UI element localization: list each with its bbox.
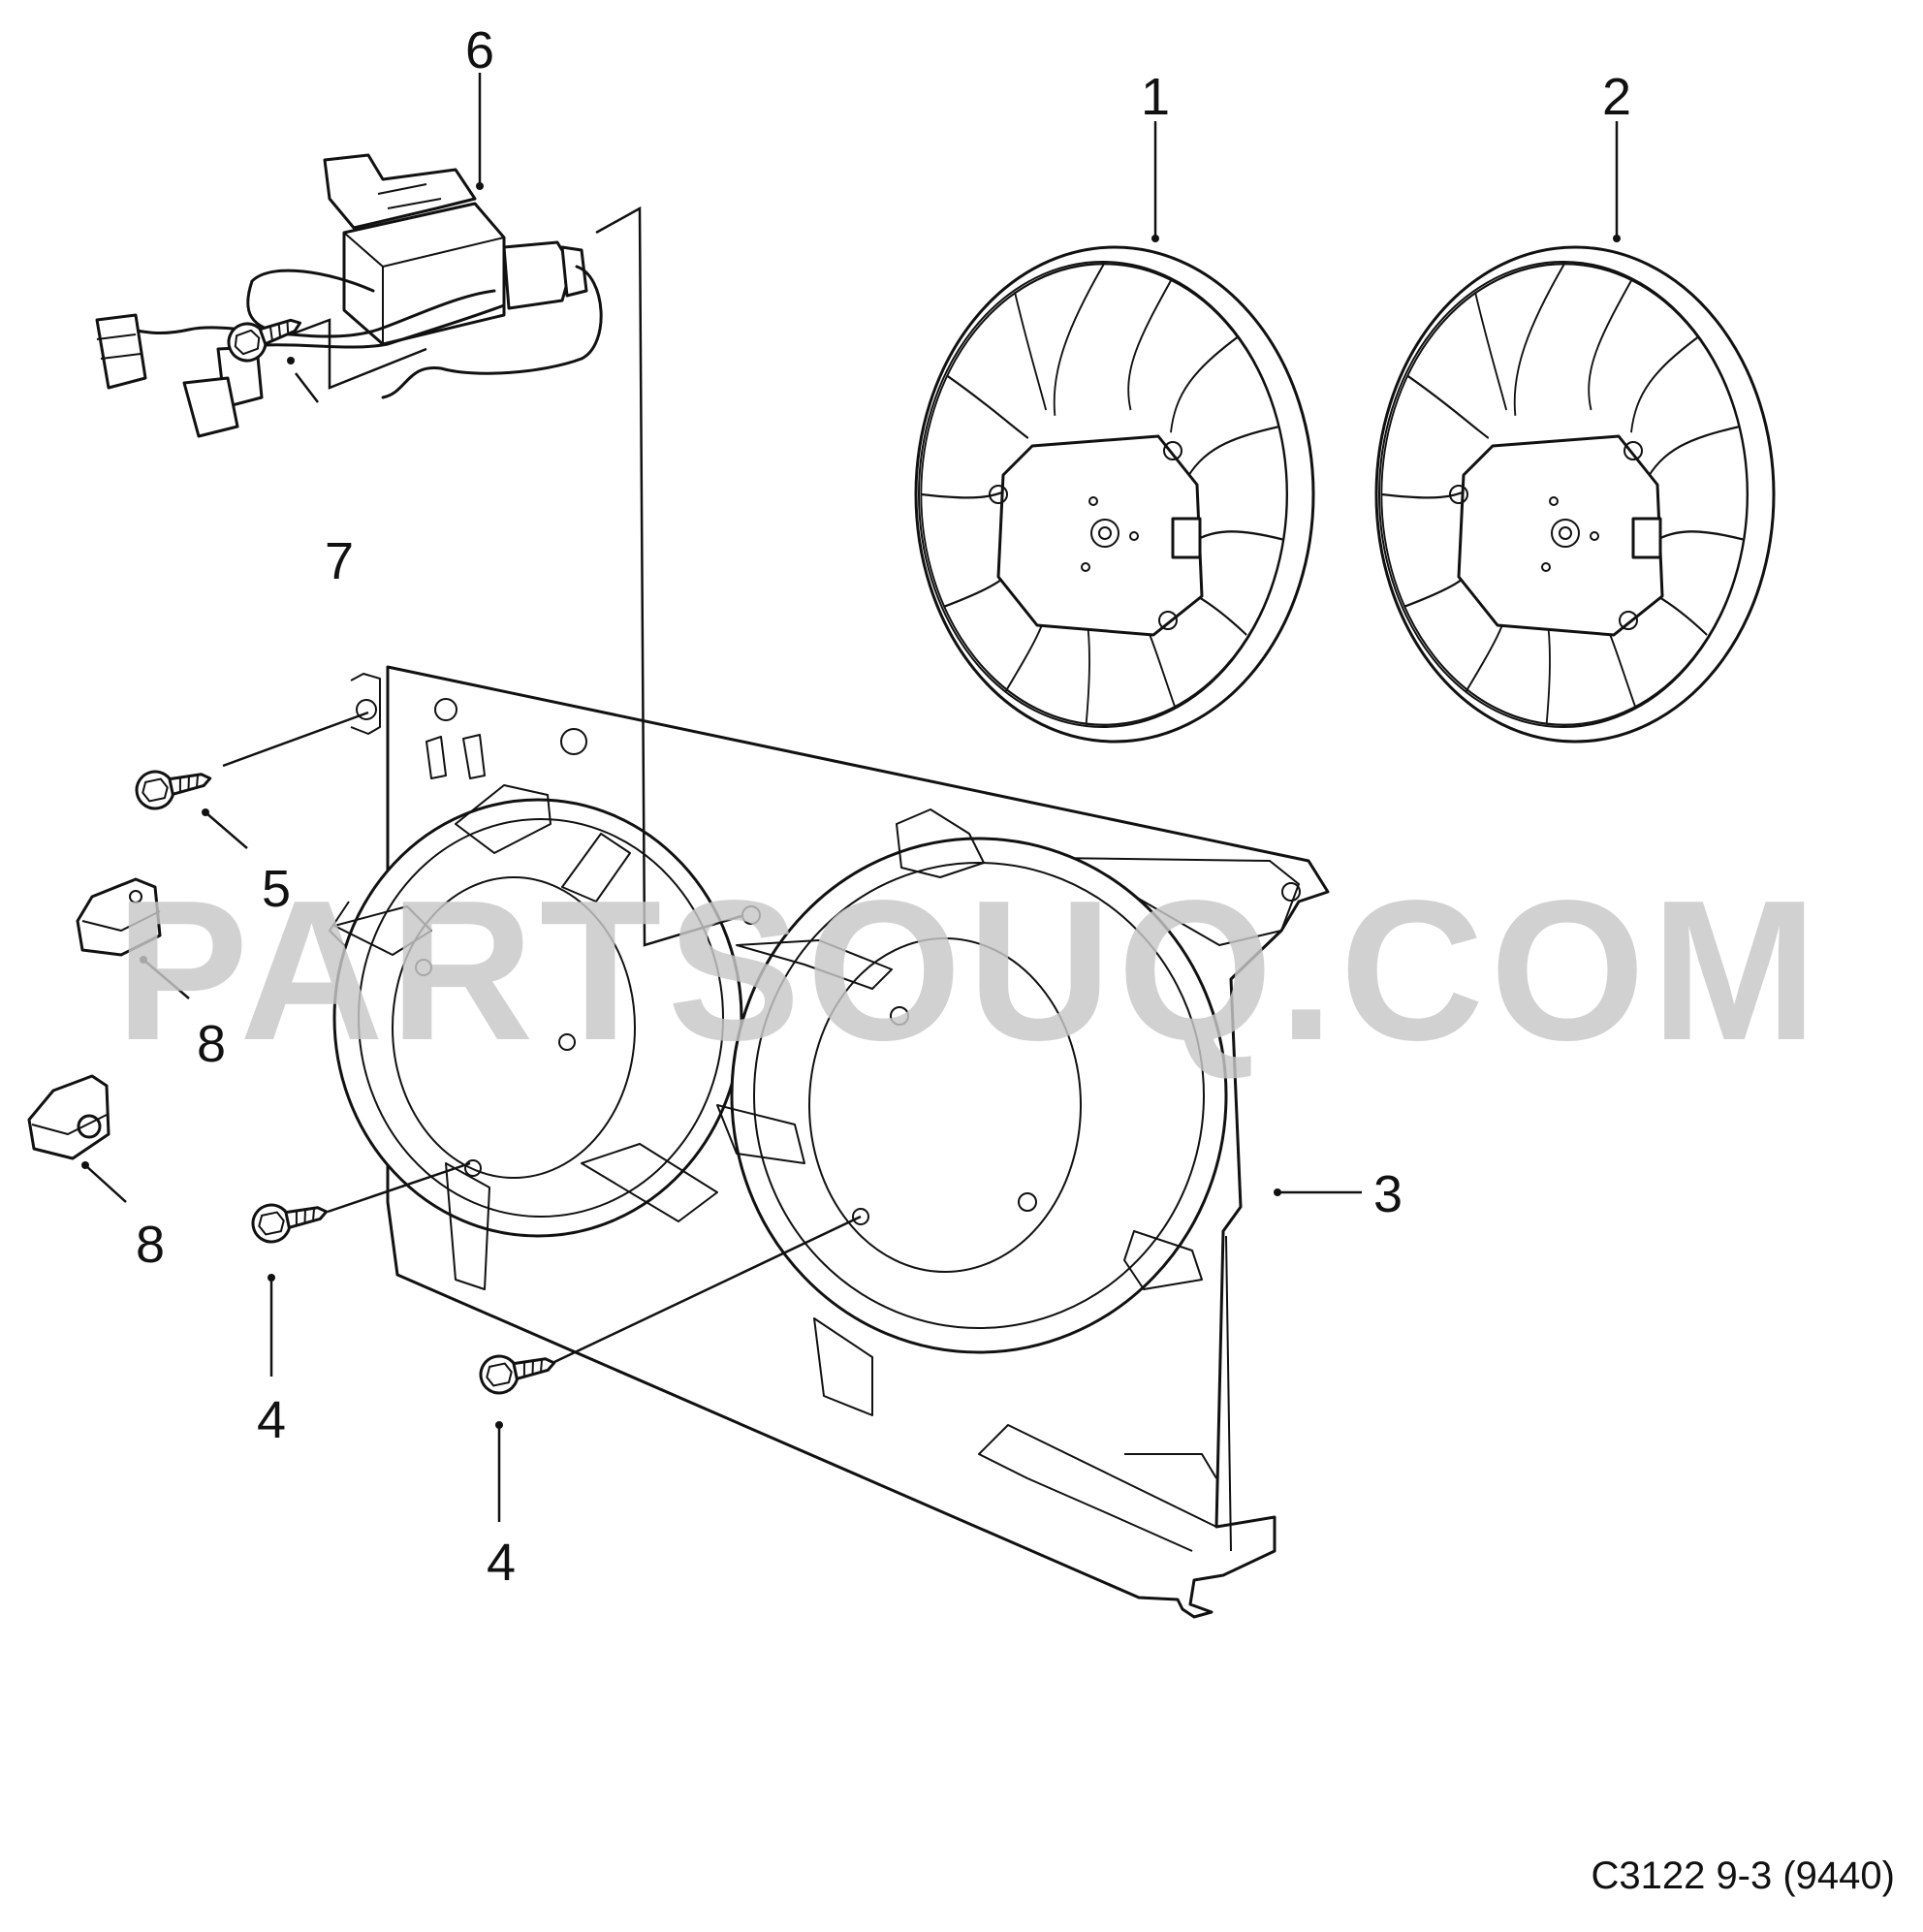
clip-nut-8-lower xyxy=(27,1074,110,1160)
fan-1 xyxy=(914,245,1315,744)
callout-3: 3 xyxy=(1373,1165,1403,1223)
screw-4-right xyxy=(475,1343,560,1399)
screw-4-left xyxy=(247,1191,332,1248)
callout-1: 1 xyxy=(1141,68,1170,126)
callouts: 1 2 3 4 4 5 6 7 8 8 xyxy=(136,21,1631,1592)
screw-5 xyxy=(131,758,216,814)
clip-nut-8-upper xyxy=(76,877,162,957)
callout-2: 2 xyxy=(1602,68,1631,126)
watermark: PARTSOUQ.COM xyxy=(115,859,1823,1082)
fan-2 xyxy=(1374,245,1776,744)
fan-shroud xyxy=(329,665,1330,1619)
leader-lines xyxy=(81,73,1621,1522)
resistor-module xyxy=(95,153,603,438)
callout-8-upper: 8 xyxy=(197,1015,226,1073)
callout-4-right: 4 xyxy=(487,1534,516,1592)
callout-6: 6 xyxy=(465,21,494,79)
callout-7: 7 xyxy=(325,532,354,590)
callout-4-left: 4 xyxy=(257,1391,286,1449)
callout-5: 5 xyxy=(262,860,291,918)
diagram-reference: C3122 9-3 (9440) xyxy=(1591,1854,1895,1897)
callout-8-lower: 8 xyxy=(136,1216,165,1274)
